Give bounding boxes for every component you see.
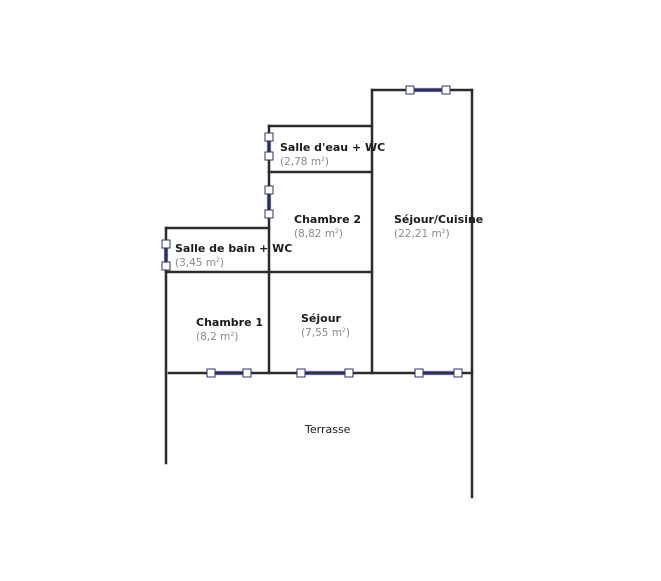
room-area: (22,21 m2): [394, 228, 450, 240]
room-name: Salle de bain + WC: [175, 242, 293, 255]
room-label-sejour-cuisine: Séjour/Cuisine (22,21 m2): [394, 213, 483, 241]
room-name: Salle d'eau + WC: [280, 141, 386, 154]
window-salle-bain: [161, 239, 171, 271]
window-sejour: [296, 368, 354, 378]
window-top: [405, 85, 451, 95]
room-area: (8,82 m2): [294, 228, 343, 240]
room-label-sejour: Séjour (7,55 m2): [301, 312, 350, 340]
room-name: Chambre 1: [196, 316, 264, 329]
window-salle-eau: [264, 132, 274, 161]
room-name: Chambre 2: [294, 213, 362, 226]
room-label-salle-bain: Salle de bain + WC (3,45 m2): [175, 242, 292, 270]
window-sejour-cuisine-bottom: [414, 368, 463, 378]
room-label-chambre1: Chambre 1 (8,2 m2): [196, 316, 263, 344]
room-name: Séjour: [301, 312, 341, 325]
outside-label-terrasse: Terrasse: [305, 423, 351, 436]
room-label-salle-eau: Salle d'eau + WC (2,78 m2): [280, 141, 385, 169]
room-name: Séjour/Cuisine: [394, 213, 484, 226]
room-area: (8,2 m2): [196, 331, 239, 343]
windows: [161, 85, 463, 378]
room-area: (2,78 m2): [280, 156, 329, 168]
room-label-chambre2: Chambre 2 (8,82 m2): [294, 213, 361, 241]
room-area: (3,45 m2): [175, 257, 224, 269]
window-chambre1: [206, 368, 252, 378]
room-area: (7,55 m2): [301, 327, 350, 339]
window-chambre2: [264, 185, 274, 219]
